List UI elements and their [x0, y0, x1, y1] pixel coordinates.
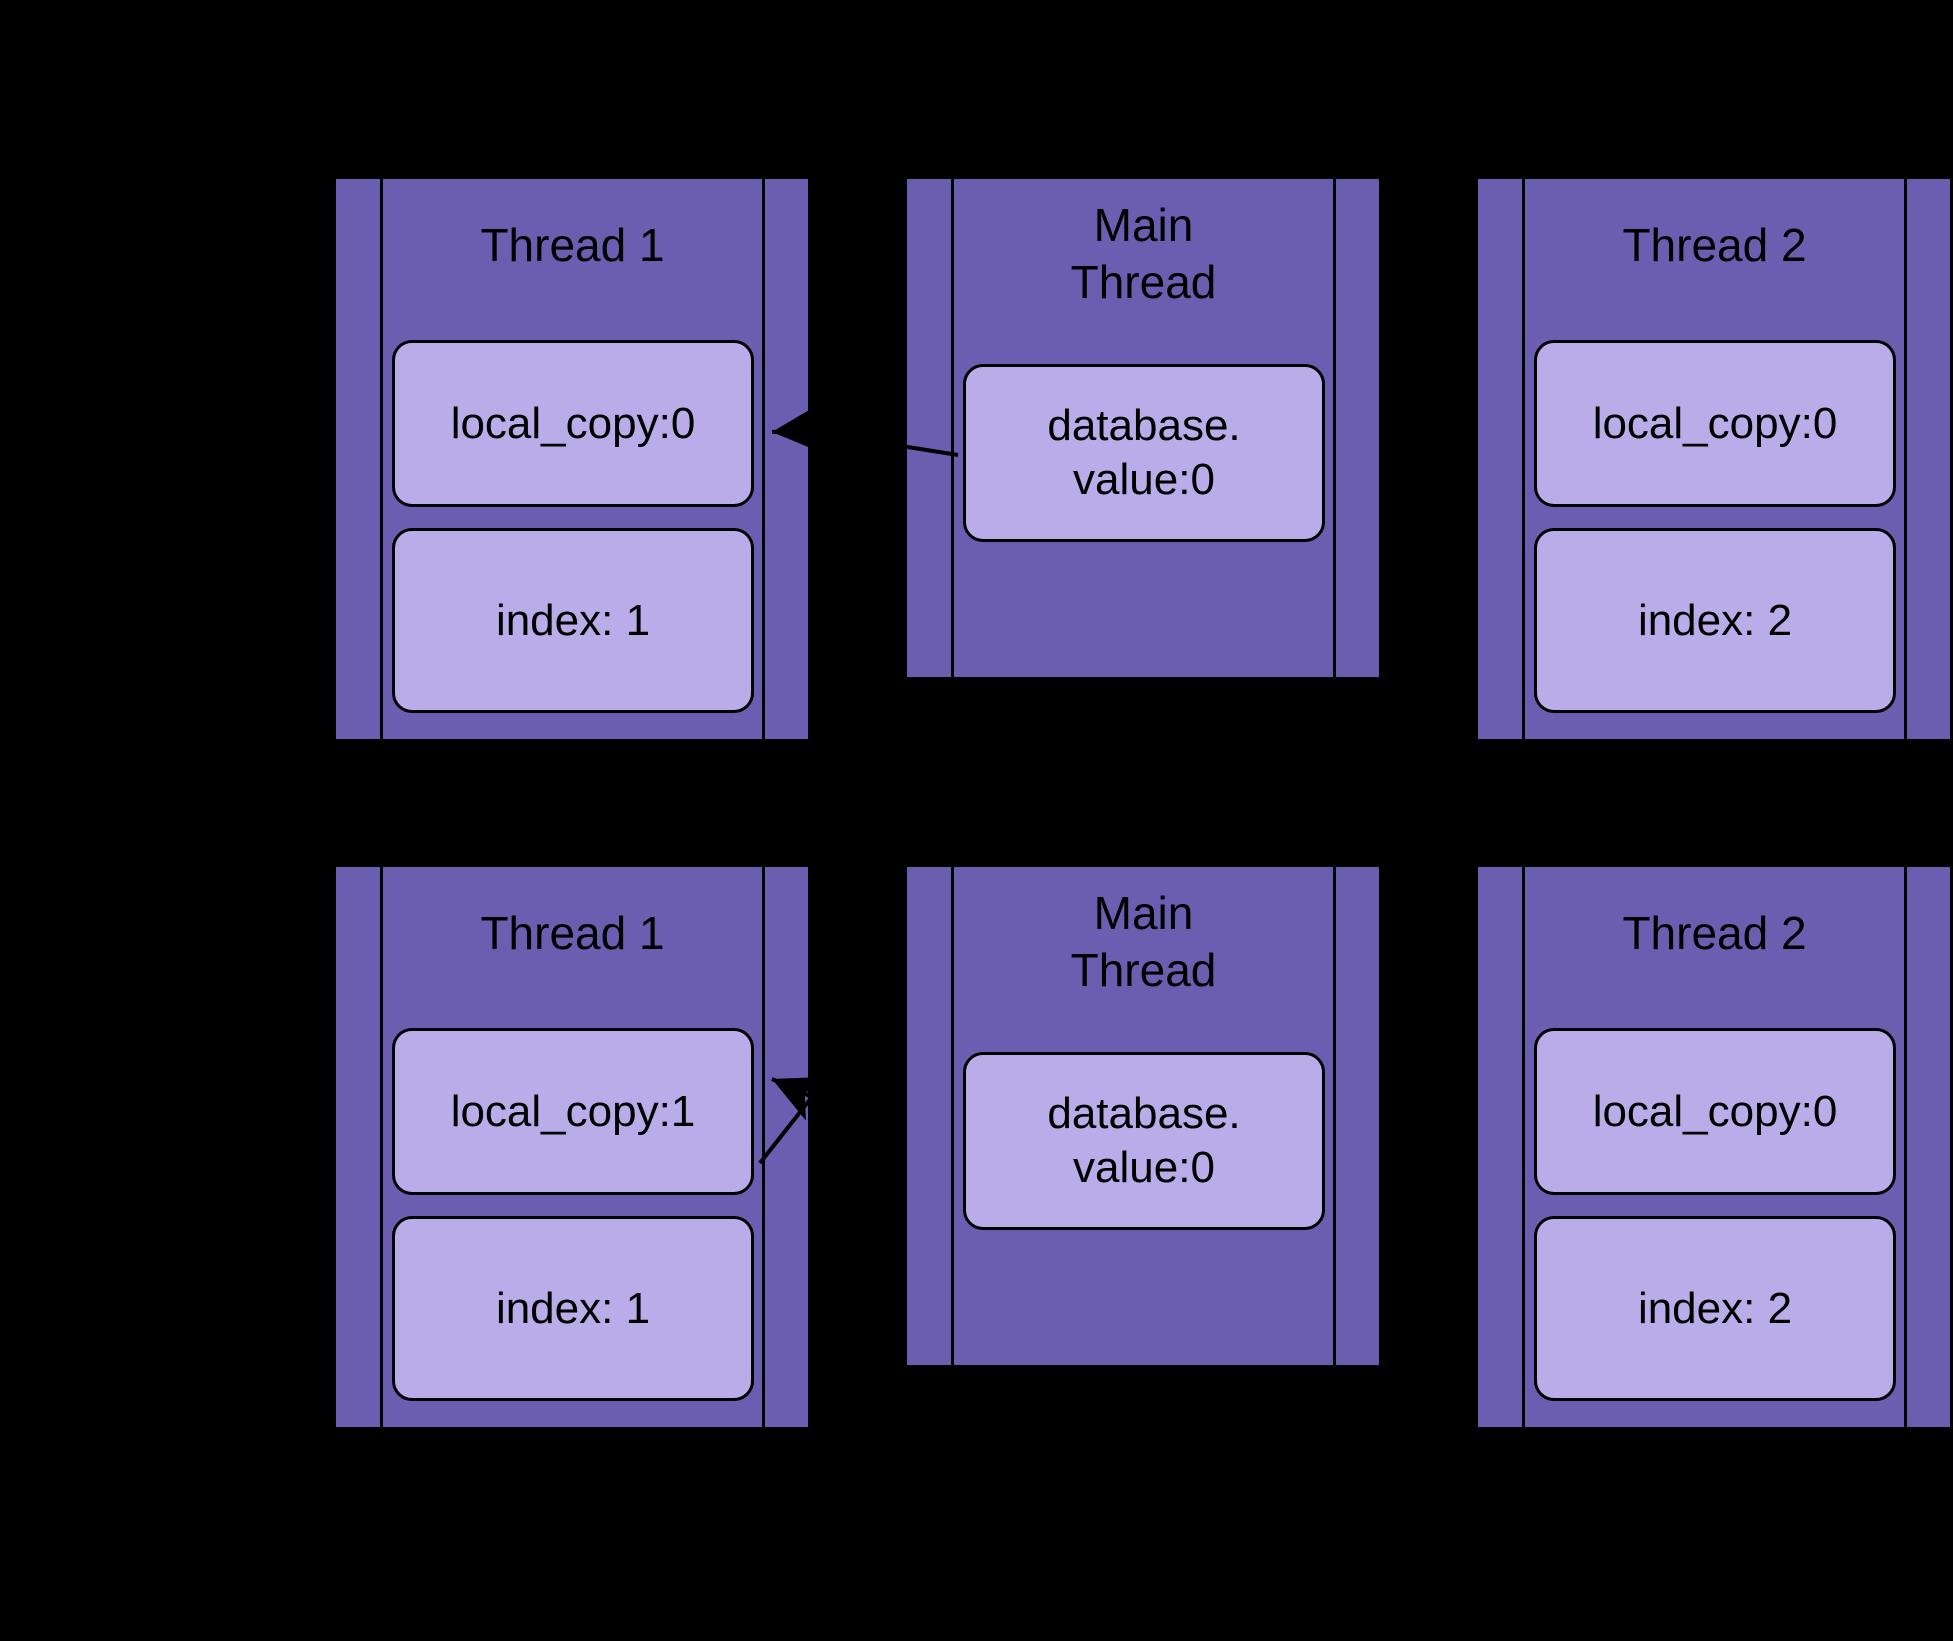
thread-title: Main Thread	[1070, 887, 1217, 996]
var-box-row1-main-database-value: database. value:0	[963, 364, 1325, 542]
thread-title: Thread 2	[1622, 907, 1807, 959]
var-box-row2-thread1-local-copy: local_copy:1	[392, 1028, 754, 1195]
var-box-row1-thread1-index: index: 1	[392, 528, 754, 713]
thread-title: Main Thread	[1070, 199, 1217, 308]
var-box-row1-thread2-local-copy: local_copy:0	[1534, 340, 1896, 507]
thread-title: Thread 1	[480, 219, 665, 271]
thread-title: Thread 1	[480, 907, 665, 959]
thread-title: Thread 2	[1622, 219, 1807, 271]
var-box-row1-thread2-index: index: 2	[1534, 528, 1896, 713]
var-box-row2-thread2-index: index: 2	[1534, 1216, 1896, 1401]
var-box-row2-thread2-local-copy: local_copy:0	[1534, 1028, 1896, 1195]
var-box-row1-thread1-local-copy: local_copy:0	[392, 340, 754, 507]
var-box-row2-thread1-index: index: 1	[392, 1216, 754, 1401]
var-box-row2-main-database-value: database. value:0	[963, 1052, 1325, 1230]
